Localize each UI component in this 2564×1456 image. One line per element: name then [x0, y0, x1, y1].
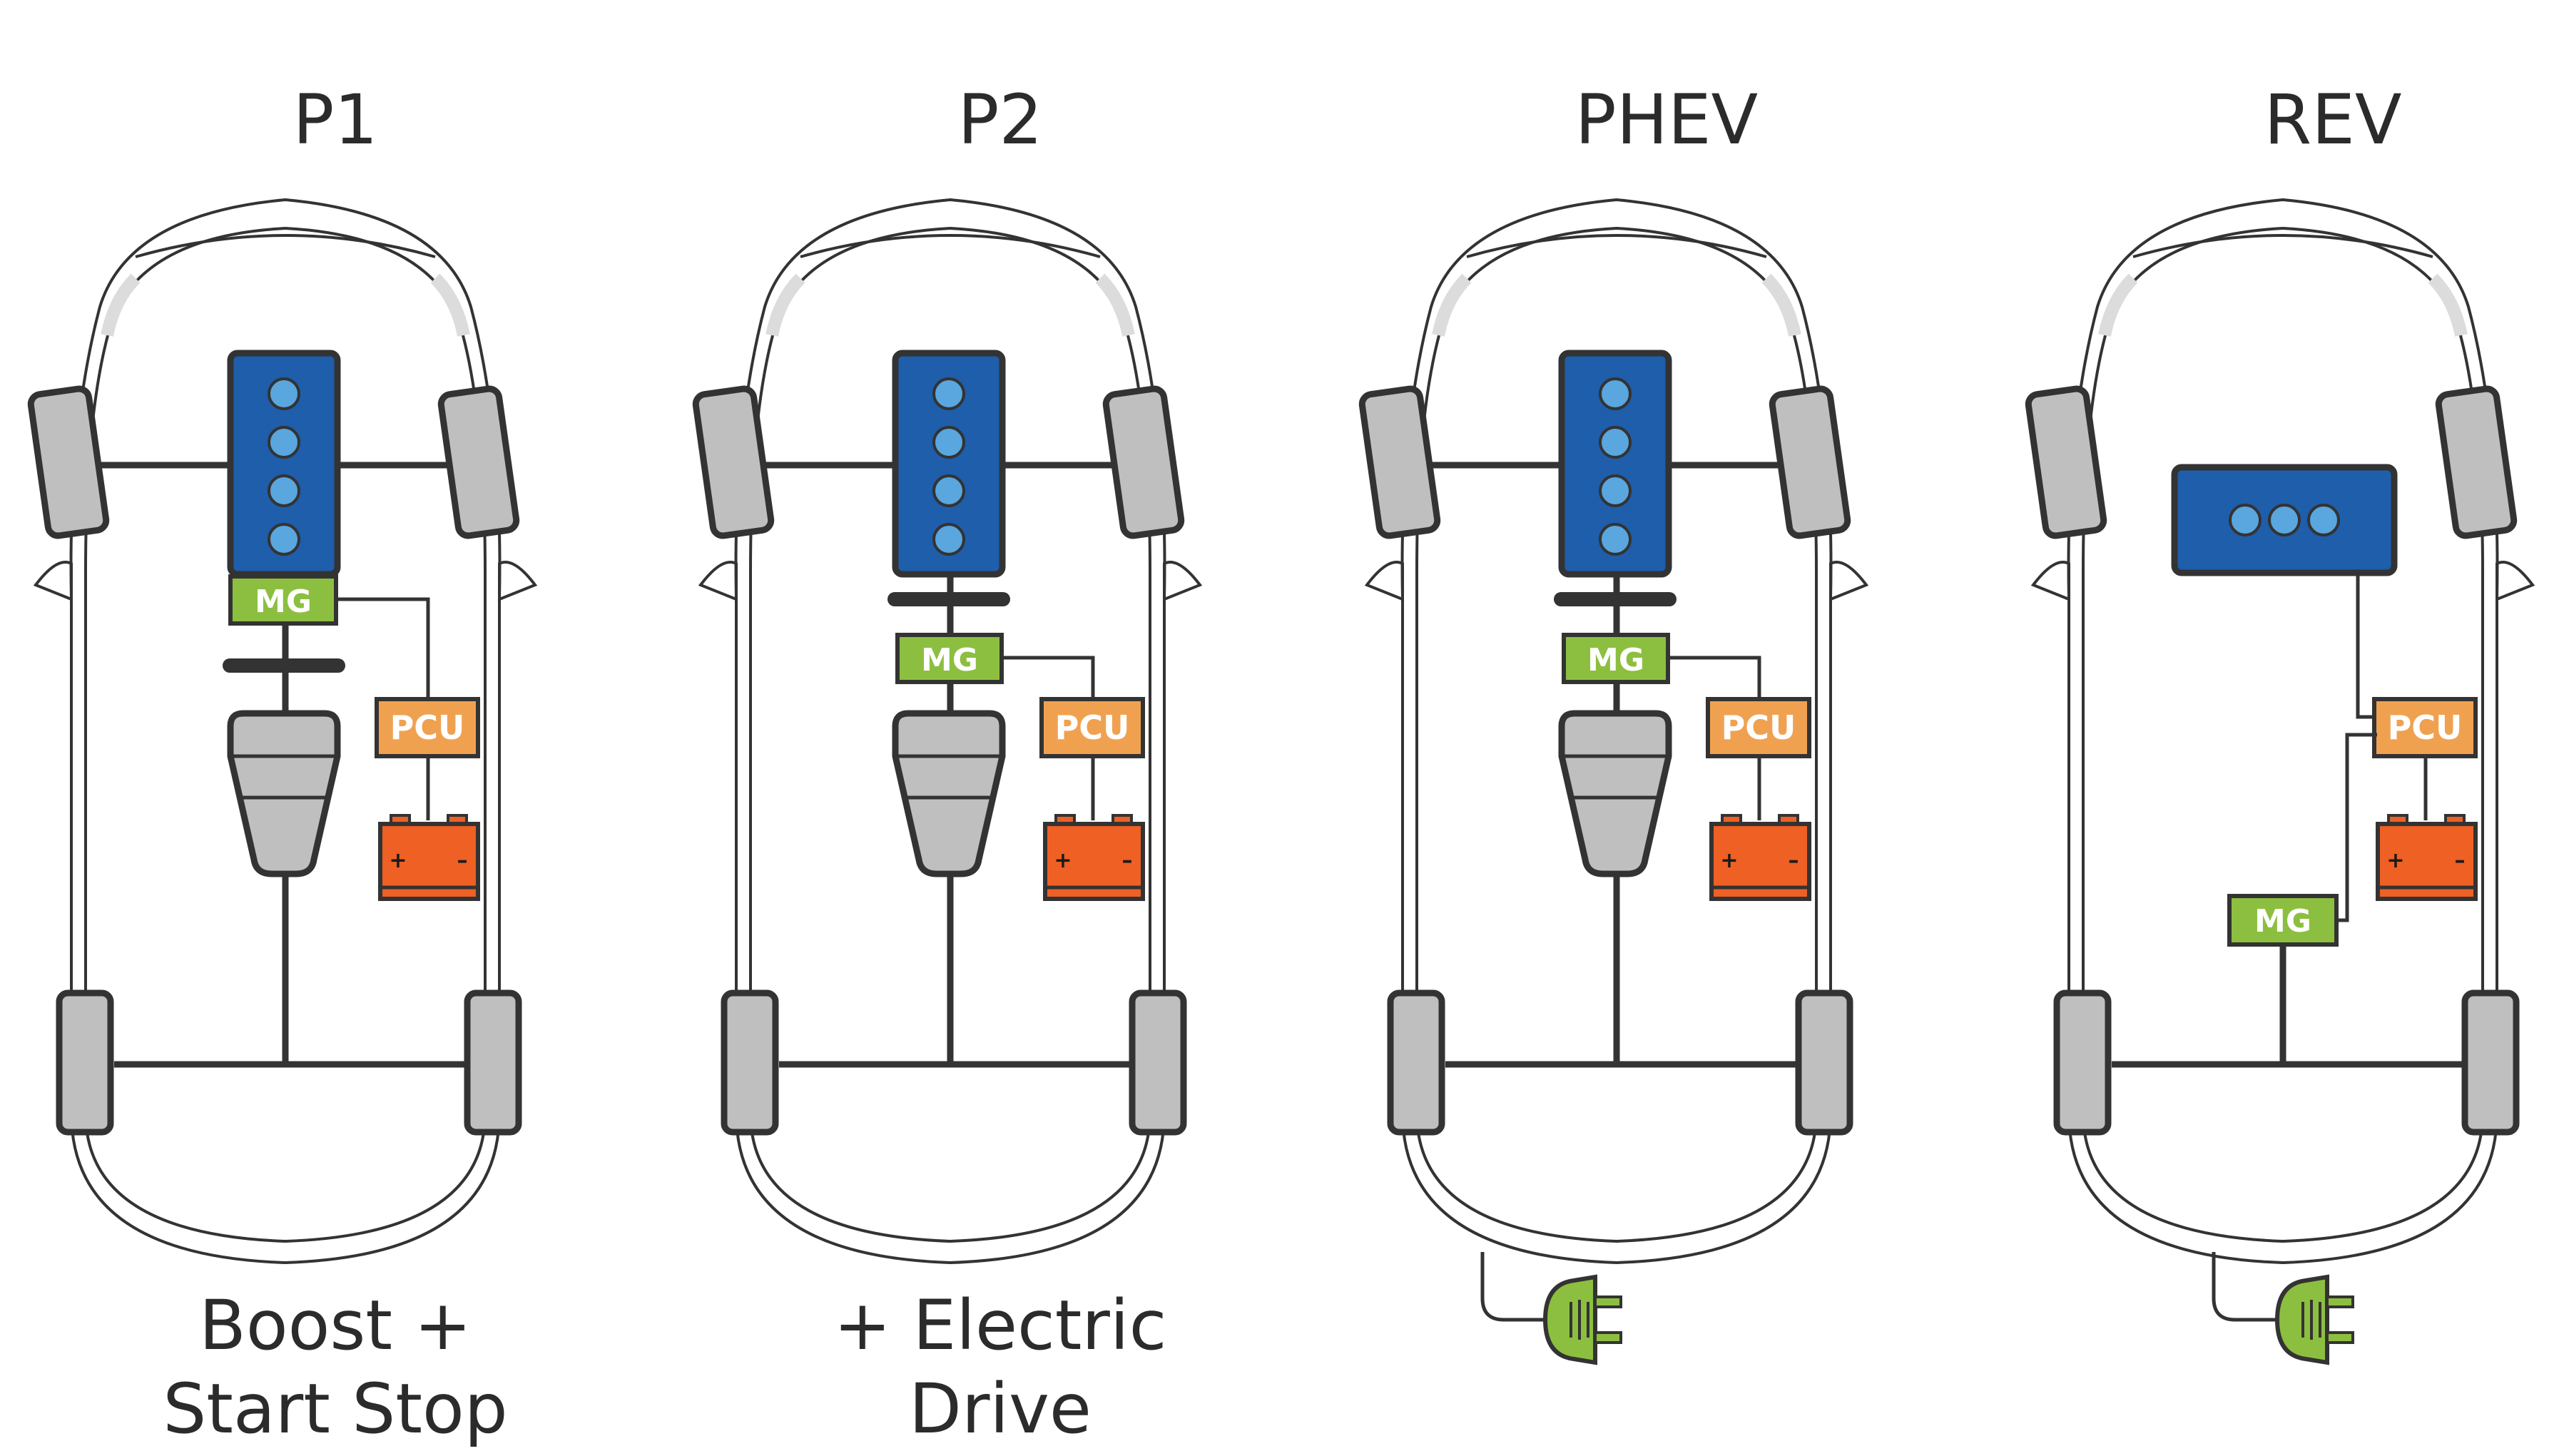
mg-label: MG [255, 584, 312, 620]
panel-p1: MG PCU + – P1 [0, 0, 671, 1456]
wheel-front-right [2435, 385, 2518, 539]
motor-generator: MG [1562, 633, 1670, 713]
wheel-rear-right [464, 989, 522, 1136]
power-control-unit: PCU [375, 697, 480, 758]
wheel-front-left [1358, 385, 1441, 539]
caption-line-2: Start Stop [163, 1369, 508, 1450]
wheel-rear-right [1129, 989, 1187, 1136]
wheel-front-left [27, 385, 110, 539]
motor-generator: MG [2227, 894, 2339, 947]
mg-label: MG [1587, 642, 1644, 678]
mg-label: MG [921, 642, 978, 678]
charging-cable [1480, 1252, 1545, 1322]
wheel-rear-right [2461, 989, 2520, 1136]
caption-line-2: Drive [909, 1369, 1092, 1450]
battery-minus-sign: – [1789, 848, 1799, 873]
panel-caption: Boost + Start Stop [0, 1284, 671, 1451]
pcu-mg-wire [2319, 733, 2377, 922]
engine-block [227, 350, 341, 578]
mg-pcu-wire [336, 597, 430, 703]
p2-diagram: MG PCU + – [692, 198, 1203, 1265]
pcu-label: PCU [1055, 708, 1130, 747]
pcu-label: PCU [390, 708, 465, 747]
battery-plus-sign: + [389, 848, 407, 873]
panel-rev: PCU + – MG REV [1998, 0, 2564, 1456]
rev-diagram: PCU + – MG [2025, 198, 2535, 1365]
panel-title: P1 [292, 80, 378, 160]
phev-diagram: MG PCU + – [1358, 198, 1869, 1365]
caption-line-1: Boost + [199, 1286, 472, 1365]
plug-icon [1542, 1274, 1622, 1365]
caption-line-1: + Electric [833, 1286, 1167, 1365]
power-control-unit: PCU [1706, 697, 1811, 758]
panel-p2: MG PCU + – P2 + Electric Drive [665, 0, 1336, 1456]
transmission [1558, 710, 1672, 877]
panel-title: PHEV [1574, 80, 1759, 160]
battery-plus-sign: + [1054, 848, 1072, 873]
wheel-front-left [2025, 385, 2107, 539]
engine-pcu-wire [2356, 573, 2377, 719]
pcu-label: PCU [2388, 708, 2463, 747]
rear-axle [2112, 942, 2483, 1068]
battery-minus-sign: – [2455, 848, 2466, 873]
wheel-rear-left [56, 989, 114, 1136]
mg-pcu-wire [1668, 656, 1761, 703]
charging-cable [2212, 1252, 2277, 1322]
battery: + – [2376, 814, 2478, 901]
panel-title: REV [2264, 80, 2402, 160]
wheel-rear-left [2053, 989, 2112, 1136]
battery: + – [378, 814, 480, 901]
wheel-front-right [437, 385, 520, 539]
engine-block [1558, 350, 1672, 578]
plug-icon [2274, 1274, 2354, 1365]
wheel-rear-left [1387, 989, 1445, 1136]
wheel-front-right [1102, 385, 1185, 539]
power-control-unit: PCU [2372, 697, 2478, 758]
panel-title: P2 [957, 80, 1043, 160]
battery-minus-sign: – [1122, 848, 1133, 873]
battery-plus-sign: + [1720, 848, 1738, 873]
mg-pcu-wire [1002, 656, 1095, 703]
transmission [227, 710, 341, 885]
clutch [1554, 574, 1677, 635]
wheel-front-left [692, 385, 775, 539]
panel-caption: + Electric Drive [665, 1284, 1336, 1451]
p1-diagram: MG PCU + – [27, 198, 538, 1265]
panel-phev: MG PCU + – [1331, 0, 2002, 1456]
transmission [892, 710, 1006, 877]
pcu-label: PCU [1721, 708, 1796, 747]
battery-minus-sign: – [457, 848, 468, 873]
battery-plus-sign: + [2386, 848, 2404, 873]
wheel-rear-left [721, 989, 779, 1136]
motor-generator: MG [228, 574, 338, 626]
battery: + – [1043, 814, 1145, 901]
clutch [887, 574, 1010, 635]
wheel-front-right [1769, 385, 1851, 539]
motor-generator: MG [895, 633, 1004, 713]
power-control-unit: PCU [1039, 697, 1145, 758]
wheel-rear-right [1795, 989, 1853, 1136]
battery: + – [1709, 814, 1811, 901]
mg-label: MG [2254, 903, 2311, 940]
clutch [223, 623, 345, 721]
engine-block [892, 350, 1006, 578]
range-extender-engine [2171, 464, 2398, 576]
